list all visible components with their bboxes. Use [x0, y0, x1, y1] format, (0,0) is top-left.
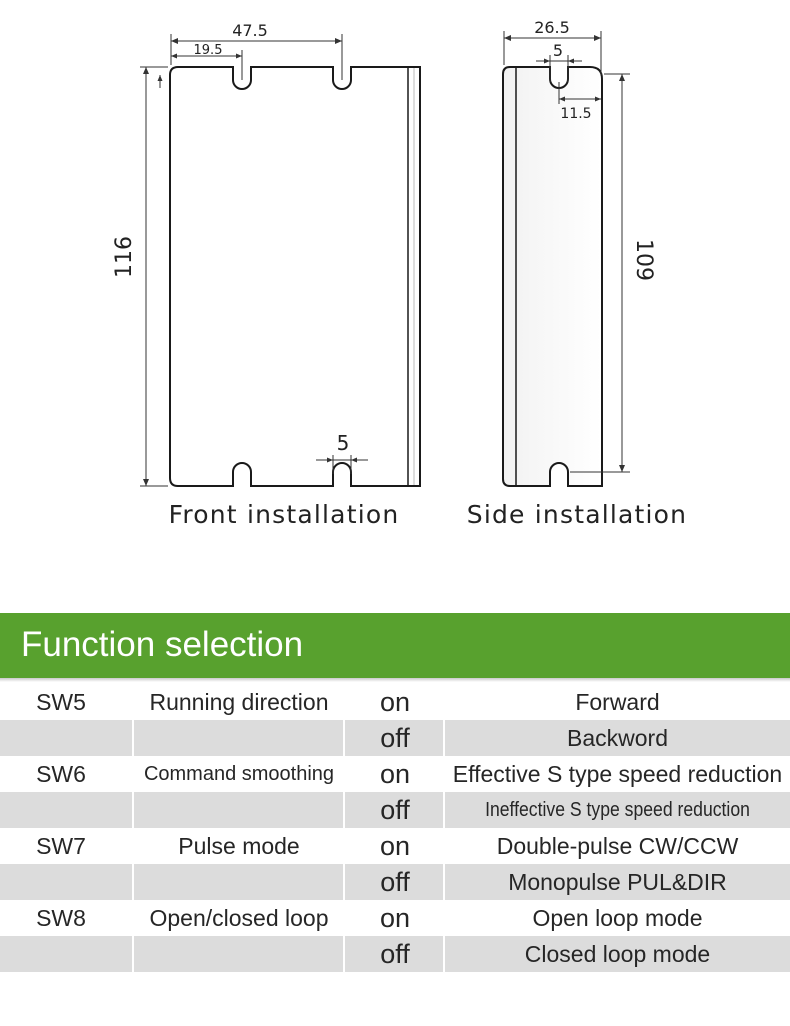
switch-cell: [0, 792, 122, 828]
function-cell: [134, 864, 344, 900]
front-width-label: 47.5: [232, 21, 268, 40]
table-row: SW7 Pulse mode on Double-pulse CW/CCW: [0, 828, 790, 864]
front-caption: Front installation: [169, 500, 400, 529]
description-cell: Closed loop mode: [524, 940, 711, 967]
side-slot-label: 5: [553, 41, 563, 60]
switch-cell: [0, 936, 122, 972]
table-row: off Ineffective S type speed reduction: [0, 792, 790, 828]
side-caption: Side installation: [467, 500, 687, 529]
function-cell: Open/closed loop: [149, 904, 329, 931]
dimension-drawing: 47.5 19.5 116 5 Front installation: [112, 18, 687, 529]
function-cell: Command smoothing: [143, 762, 335, 785]
side-height-label: 109: [631, 239, 656, 281]
switch-cell: SW7: [36, 832, 86, 859]
front-outline: [169, 66, 421, 487]
description-cell: Backword: [567, 724, 668, 751]
description-cell: Effective S type speed reduction: [452, 760, 783, 787]
table-row: off Closed loop mode: [0, 936, 790, 972]
side-outline: [502, 66, 603, 487]
front-view: 47.5 19.5 116 5 Front installation: [112, 21, 421, 529]
function-cell: [134, 936, 344, 972]
switch-cell: SW8: [36, 904, 86, 931]
state-cell: on: [379, 830, 411, 861]
state-cell: off: [380, 938, 410, 969]
function-cell: [134, 720, 344, 756]
function-selection-banner: Function selection: [0, 613, 790, 678]
state-cell: off: [380, 866, 410, 897]
description-cell: Double-pulse CW/CCW: [496, 832, 739, 859]
description-cell: Ineffective S type speed reduction: [485, 798, 750, 821]
description-cell: Open loop mode: [532, 904, 703, 931]
function-cell: Running direction: [149, 688, 329, 715]
state-cell: off: [380, 722, 410, 753]
state-cell: on: [379, 902, 411, 933]
description-cell: Forward: [575, 688, 660, 715]
function-selection-title: Function selection: [21, 625, 304, 664]
state-cell: off: [380, 794, 410, 825]
table-row: SW8 Open/closed loop on Open loop mode: [0, 900, 790, 936]
side-width-label: 26.5: [534, 18, 570, 37]
description-cell: Monopulse PUL&DIR: [508, 868, 727, 895]
side-view: 26.5 5 11.5 109 Side installation: [467, 18, 687, 529]
switch-cell: [0, 864, 122, 900]
front-height-label: 116: [112, 236, 137, 278]
state-cell: on: [379, 686, 411, 717]
function-cell: Pulse mode: [178, 832, 300, 859]
state-cell: on: [379, 758, 411, 789]
table-row: SW5 Running direction on Forward: [0, 684, 790, 720]
switch-cell: SW5: [36, 688, 86, 715]
switch-cell: SW6: [36, 760, 86, 787]
table-row: SW6 Command smoothing on Effective S typ…: [0, 756, 790, 792]
side-offset-label: 11.5: [560, 106, 591, 122]
table-row: off Backword: [0, 720, 790, 756]
banner-shadow: [0, 678, 790, 682]
function-cell: [134, 792, 344, 828]
switch-cell: [0, 720, 122, 756]
front-slot-label: 5: [337, 431, 350, 455]
front-hole-offset-label: 19.5: [194, 43, 223, 58]
table-row: off Monopulse PUL&DIR: [0, 864, 790, 900]
